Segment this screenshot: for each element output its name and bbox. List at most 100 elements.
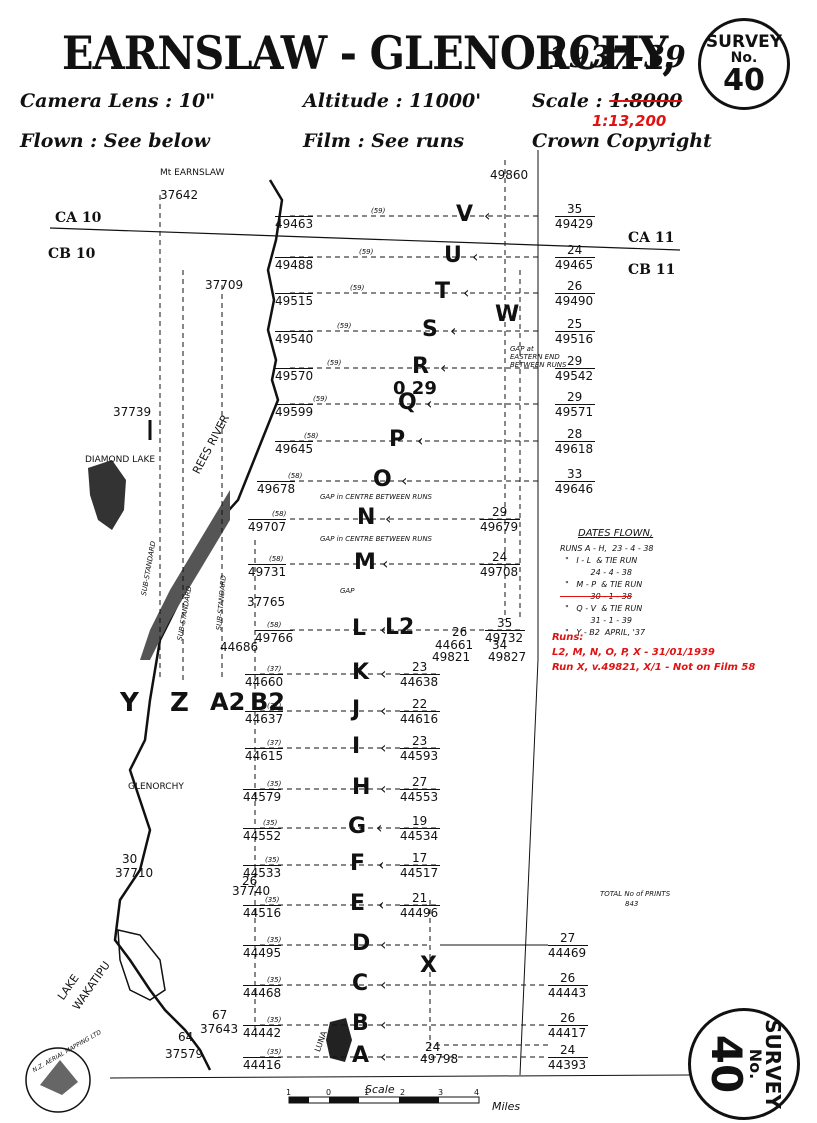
run-u-arrow-icon: ‹ bbox=[472, 247, 479, 266]
num-37740: 37740 bbox=[232, 884, 271, 898]
run-t-left-rule bbox=[275, 293, 313, 294]
num-a-mid-24: 24 bbox=[425, 1040, 441, 1054]
place-diamond-lake: DIAMOND LAKE bbox=[85, 455, 156, 465]
run-t-right-rule bbox=[555, 293, 595, 294]
run-n-letter: N bbox=[357, 505, 376, 530]
run-r-letter: R bbox=[412, 354, 429, 379]
run-w-letter: W bbox=[495, 302, 520, 327]
run-j-right-print: 44616 bbox=[400, 712, 439, 726]
run-k-right-rule bbox=[400, 674, 440, 675]
run-m-right-count: 24 bbox=[492, 550, 508, 564]
run-s-left-rule bbox=[275, 331, 313, 332]
run-a-letter: A bbox=[352, 1043, 370, 1068]
run-h-arrow-icon: ‹ bbox=[380, 779, 387, 798]
total-prints-count: 843 bbox=[625, 900, 639, 908]
run-p-right-print: 49618 bbox=[555, 442, 594, 456]
run-a-left-rule bbox=[243, 1057, 281, 1058]
run-o-left-print: 49678 bbox=[257, 482, 296, 496]
run-s-letter: S bbox=[422, 317, 438, 342]
dates-row: 31 - 1 - 39 bbox=[560, 616, 632, 625]
run-u-right-count: 24 bbox=[567, 243, 583, 257]
scale-old: 1:8000 bbox=[609, 90, 683, 112]
run-s-right-count: 25 bbox=[567, 317, 583, 331]
run-a-right-print: 44393 bbox=[548, 1058, 587, 1072]
runs-note-line1: L2, M, N, O, P, X - 31/01/1939 bbox=[552, 647, 715, 658]
run-h-left-print: 44579 bbox=[243, 790, 282, 804]
run-h-film: (35) bbox=[267, 780, 282, 788]
dates-row: " Q - V & TIE RUN bbox=[560, 604, 643, 613]
runs-note-line2: Run X, v.49821, X/1 - Not on Film 58 bbox=[552, 662, 756, 673]
run-y-letter: Y bbox=[120, 688, 139, 718]
run-u-right-print: 49465 bbox=[555, 258, 594, 272]
run-i-arrow-icon: ‹ bbox=[380, 738, 387, 757]
run-e-right-print: 44496 bbox=[400, 906, 439, 920]
run-l2-letter: L2 bbox=[385, 615, 415, 640]
note-gap-centre-1: GAP in CENTRE BETWEEN RUNS bbox=[320, 493, 432, 501]
run-e-left-rule bbox=[243, 905, 281, 906]
run-f-right-rule bbox=[400, 865, 440, 866]
run-t-left-print: 49515 bbox=[275, 294, 314, 308]
run-b2-letter: B2 bbox=[250, 688, 285, 716]
run-t-right-count: 26 bbox=[567, 279, 583, 293]
run-b-right-rule bbox=[548, 1025, 588, 1026]
run-q-right-print: 49571 bbox=[555, 405, 594, 419]
run-k-left-rule bbox=[245, 674, 283, 675]
run-h-right-print: 44553 bbox=[400, 790, 439, 804]
run-u-letter: U bbox=[444, 243, 462, 268]
run-e-film: (35) bbox=[265, 896, 280, 904]
run-i-left-print: 44615 bbox=[245, 749, 284, 763]
run-b-film: (35) bbox=[267, 1016, 282, 1024]
run-r-right-print: 49542 bbox=[555, 369, 594, 383]
run-m-arrow-icon: ‹ bbox=[382, 554, 389, 573]
run-n-right-rule bbox=[480, 519, 520, 520]
run-t-arrow-icon: ‹ bbox=[463, 283, 470, 302]
run-n-arrow-icon: ‹ bbox=[385, 509, 392, 528]
badge-bottom-number: 40 bbox=[702, 1034, 751, 1094]
run-i-right-print: 44593 bbox=[400, 749, 439, 763]
scale-tick-label: 3 bbox=[438, 1088, 444, 1097]
band-ca10: CA 10 bbox=[55, 210, 102, 226]
run-m-left-rule bbox=[248, 564, 286, 565]
run-g-left-rule bbox=[243, 828, 281, 829]
run-a-right-rule bbox=[548, 1057, 588, 1058]
run-t-letter: T bbox=[435, 279, 451, 304]
run-g-right-rule bbox=[400, 828, 440, 829]
run-q-right-count: 29 bbox=[567, 390, 583, 404]
run-e-arrow-icon: ‹ bbox=[378, 895, 385, 914]
dates-flown-title: DATES FLOWN, bbox=[578, 528, 654, 539]
run-o-right-print: 49646 bbox=[555, 482, 594, 496]
run-a-left-print: 44416 bbox=[243, 1058, 282, 1072]
run-m-letter: M bbox=[354, 550, 376, 575]
run-h-right-rule bbox=[400, 789, 440, 790]
run-c-right-count: 26 bbox=[560, 971, 576, 985]
num-49860: 49860 bbox=[490, 168, 529, 182]
run-c-right-print: 44443 bbox=[548, 986, 587, 1000]
run-d-right-count: 27 bbox=[560, 931, 576, 945]
dates-row: " Y - B2 APRIL, '37 bbox=[560, 628, 646, 637]
num-37642: 37642 bbox=[160, 188, 199, 202]
survey-badge-bottom: SURVEY No. 40 bbox=[688, 1008, 800, 1120]
run-i-left-rule bbox=[245, 748, 283, 749]
run-o-left-rule bbox=[257, 481, 295, 482]
scale-new: 1:13,200 bbox=[592, 112, 667, 130]
num-l2-26: 26 bbox=[452, 625, 468, 639]
run-i-letter: I bbox=[352, 734, 361, 759]
num-37739: 37739 bbox=[113, 405, 152, 419]
run-b-left-rule bbox=[243, 1025, 281, 1026]
scale-bar-miles: Miles bbox=[492, 1100, 521, 1113]
scale-tick-label: 1 bbox=[364, 1088, 370, 1097]
run-m-right-rule bbox=[480, 564, 520, 565]
scale-label-text: Scale : bbox=[532, 90, 603, 112]
run-k-letter: K bbox=[352, 660, 370, 685]
scale-tick-label: 4 bbox=[474, 1088, 480, 1097]
run-l-left-print: 49766 bbox=[255, 631, 294, 645]
run-e-left-print: 44516 bbox=[243, 906, 282, 920]
run-b-right-print: 44417 bbox=[548, 1026, 587, 1040]
run-o-right-rule bbox=[555, 481, 595, 482]
run-j-right-rule bbox=[400, 711, 440, 712]
run-u-left-print: 49488 bbox=[275, 258, 314, 272]
num-37579: 37579 bbox=[165, 1047, 204, 1061]
survey-badge-top: SURVEY No. 40 bbox=[698, 18, 790, 110]
run-i-right-count: 23 bbox=[412, 734, 428, 748]
